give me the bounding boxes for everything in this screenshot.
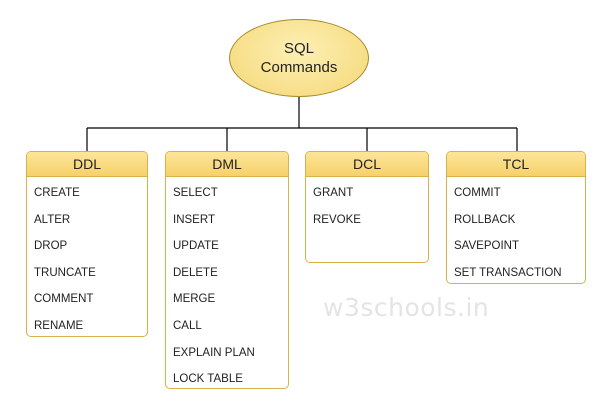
command-item: REVOKE	[313, 213, 361, 226]
command-item: SET TRANSACTION	[454, 266, 562, 279]
root-node: SQL Commands	[229, 19, 369, 97]
command-item: LOCK TABLE	[173, 373, 243, 386]
command-item: TRUNCATE	[34, 266, 96, 279]
command-list: CREATE ALTER DROP TRUNCATE COMMENT RENAM…	[27, 177, 147, 336]
command-item: ROLLBACK	[454, 213, 516, 226]
command-item: DROP	[34, 240, 68, 253]
command-item: UPDATE	[173, 240, 219, 253]
command-item: SAVEPOINT	[454, 240, 519, 253]
command-list: SELECT INSERT UPDATE DELETE MERGE CALL E…	[166, 177, 288, 388]
command-list: COMMIT ROLLBACK SAVEPOINT SET TRANSACTIO…	[447, 177, 585, 283]
category-title: TCL	[447, 152, 585, 177]
command-item: INSERT	[173, 213, 215, 226]
command-list: GRANT REVOKE	[306, 177, 428, 233]
command-item: COMMIT	[454, 187, 501, 199]
category-title: DDL	[27, 152, 147, 177]
command-item: EXPLAIN PLAN	[173, 346, 255, 359]
category-title: DML	[166, 152, 288, 177]
command-item: GRANT	[313, 187, 354, 199]
command-item: COMMENT	[34, 293, 94, 306]
category-title: DCL	[306, 152, 428, 177]
root-label: SQL Commands	[261, 39, 338, 77]
command-item: MERGE	[173, 293, 216, 306]
command-item: ALTER	[34, 213, 71, 226]
command-item: CALL	[173, 319, 202, 332]
root-label-line1: SQL	[283, 40, 314, 57]
category-ddl: DDL CREATE ALTER DROP TRUNCATE COMMENT R…	[26, 151, 148, 337]
watermark: w3schools.in	[323, 293, 490, 322]
category-dcl: DCL GRANT REVOKE	[305, 151, 429, 263]
root-label-line2: Commands	[260, 59, 338, 76]
command-item: SELECT	[173, 187, 218, 199]
command-item: CREATE	[34, 187, 80, 199]
command-item: DELETE	[173, 266, 218, 279]
category-dml: DML SELECT INSERT UPDATE DELETE MERGE CA…	[165, 151, 289, 389]
command-item: RENAME	[34, 319, 84, 332]
category-tcl: TCL COMMIT ROLLBACK SAVEPOINT SET TRANSA…	[446, 151, 586, 284]
